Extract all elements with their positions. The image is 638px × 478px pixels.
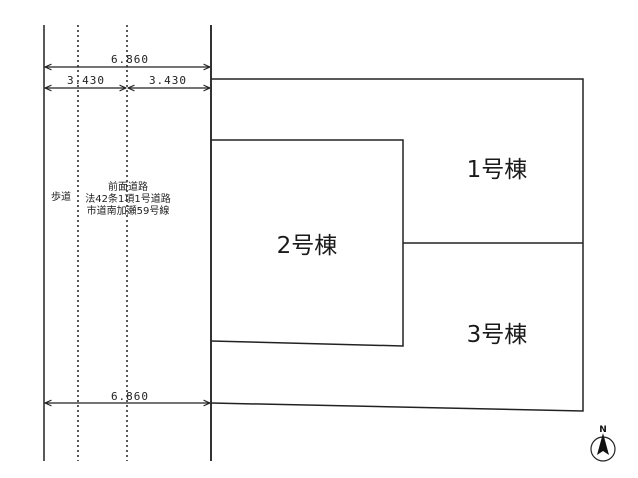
dim-top-total-label: 6.860 [111, 53, 149, 66]
dim-top-right-label: 3.430 [149, 74, 187, 87]
road-label-line2: 法42条1項1号道路 [85, 192, 170, 205]
dimension-top-total: 6.860 [45, 53, 210, 67]
north-label: N [599, 425, 607, 435]
dimension-top-left: 3.430 [45, 74, 126, 88]
building-3: 3号棟 [467, 322, 528, 348]
road-label-line1: 前面道路 [108, 180, 148, 193]
building-1-label: 1号棟 [467, 157, 528, 183]
building-3-label: 3号棟 [467, 322, 528, 348]
sidewalk-label: 歩道 [51, 190, 71, 203]
building-2-label: 2号棟 [277, 233, 338, 259]
road-label-line3: 市道南加瀬59号線 [87, 204, 170, 217]
dimension-bottom-total: 6.860 [45, 390, 210, 403]
dim-top-left-label: 3.430 [67, 74, 105, 87]
north-arrow-icon: N [590, 425, 616, 462]
dim-bottom-total-label: 6.860 [111, 390, 149, 403]
dimension-top-right: 3.430 [128, 74, 210, 88]
building-1: 1号棟 [467, 157, 528, 183]
lot-outline [210, 78, 584, 412]
building-2: 2号棟 [210, 139, 404, 347]
road-lines [43, 25, 212, 461]
